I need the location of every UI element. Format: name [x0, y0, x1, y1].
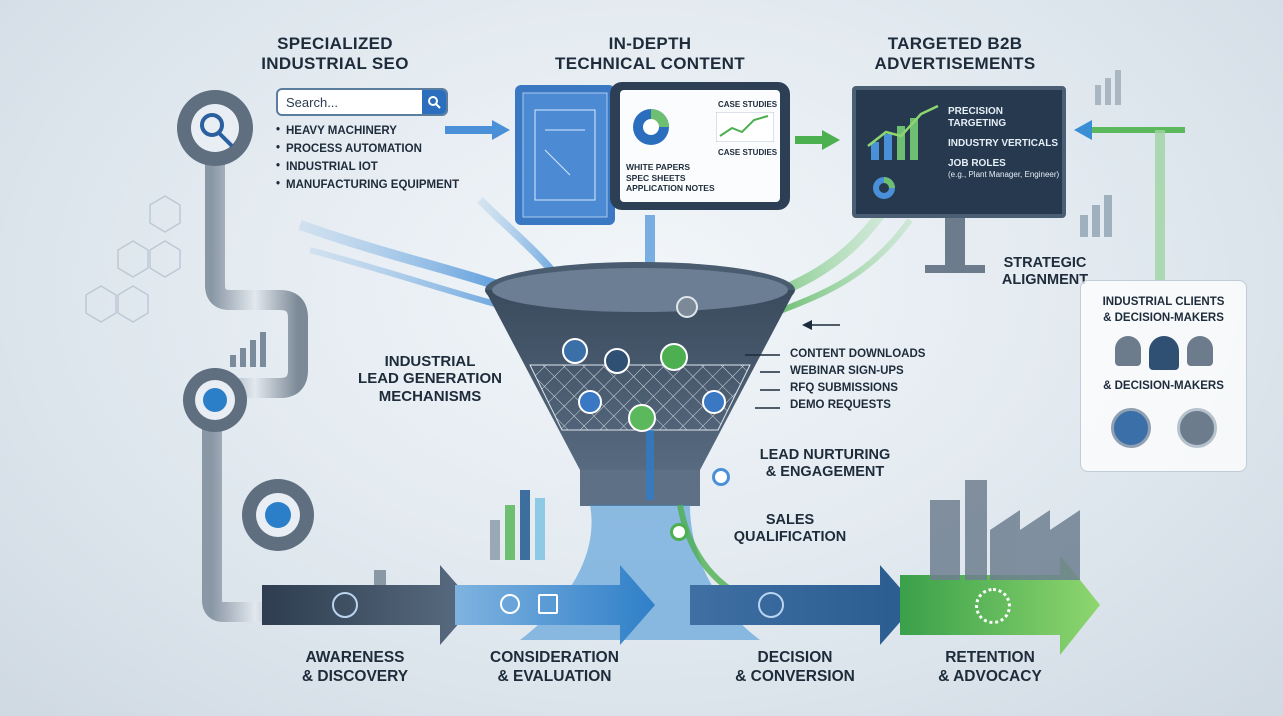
stage-line-2: & Evaluation — [497, 667, 612, 685]
clients-panel: Industrial Clients & Decision-Makers & D… — [1080, 280, 1247, 472]
stage-line-1: Retention — [945, 649, 1035, 666]
stage-line-2: & Advocacy — [938, 667, 1042, 685]
output-item: Demo Requests — [790, 399, 891, 411]
user-icon — [562, 338, 588, 364]
clients-subtitle: & Decision-Makers — [1103, 380, 1224, 393]
gear-icon — [1110, 408, 1151, 449]
ads-targeting-list: Precision Targeting Industry Verticals J… — [948, 106, 1062, 180]
awareness-icon — [332, 592, 358, 618]
case-studies-label-1: Case Studies — [718, 100, 778, 109]
tablet-screen: Case Studies Case Studies White Papers S… — [620, 90, 780, 202]
clients-title-line-2: & Decision-Makers — [1103, 311, 1224, 324]
clients-title-line-1: Industrial Clients — [1102, 296, 1225, 308]
seo-title-line-1: Specialized — [277, 34, 393, 53]
target-icon — [628, 404, 656, 432]
growth-chart-icon — [867, 104, 939, 160]
line-chart-icon — [716, 112, 774, 142]
output-item: RFQ Submissions — [790, 382, 898, 394]
seo-item: Manufacturing Equipment — [276, 178, 476, 191]
person-icon — [604, 348, 630, 374]
output-item: Content Downloads — [790, 348, 926, 360]
client-avatars — [1081, 336, 1246, 371]
seo-item: Heavy Machinery — [276, 124, 476, 137]
stage-line-1: Consideration — [490, 649, 619, 666]
ads-item: Precision Targeting — [948, 106, 1007, 129]
clients-title: Industrial Clients & Decision-Makers — [1081, 295, 1246, 326]
mechanisms-line-2: Lead Generation — [358, 370, 502, 388]
stage-line-1: Awareness — [305, 649, 405, 666]
lead-gen-mechanisms: Industrial Lead Generation Mechanisms — [345, 353, 515, 405]
client-icons — [1081, 408, 1246, 449]
cycle-icon — [975, 588, 1011, 624]
avatar — [1186, 336, 1213, 367]
case-studies-label-2: Case Studies — [718, 148, 778, 157]
mechanisms-line-1: Industrial — [384, 353, 476, 370]
ads-title-line-1: Targeted B2B — [887, 34, 1023, 53]
settings-gear-icon — [660, 343, 688, 371]
seo-keyword-list: Heavy Machinery Process Automation Indus… — [276, 124, 476, 197]
content-title-line-2: Technical Content — [555, 53, 745, 73]
strategic-alignment: Strategic Alignment — [990, 255, 1100, 288]
stage-line-2: & Conversion — [735, 667, 855, 685]
nurturing-line-1: Lead Nurturing — [759, 447, 891, 463]
nurturing-node-icon — [712, 468, 730, 486]
sales-qualification: Sales Qualification — [700, 512, 880, 545]
network-icon — [578, 390, 602, 414]
magnifier-icon — [500, 594, 520, 614]
search-input[interactable]: Search... — [286, 94, 339, 110]
ads-item: Job Roles — [948, 158, 1006, 169]
ads-title-line-2: Advertisements — [874, 53, 1036, 73]
engineer-icon — [1176, 408, 1217, 449]
stage-retention: Retention & Advocacy — [905, 649, 1075, 686]
sales-node-icon — [670, 523, 688, 541]
seo-item: Industrial IoT — [276, 160, 476, 173]
stage-decision: Decision & Conversion — [710, 649, 880, 686]
ads-job-roles-note: (e.g., Plant Manager, Engineer) — [948, 170, 1060, 179]
strategic-line-1: Strategic — [1003, 255, 1087, 271]
seo-title: Specialized Industrial SEO — [240, 34, 430, 73]
content-type: White Papers — [626, 162, 691, 172]
stage-line-1: Decision — [757, 649, 833, 666]
gear-icon — [676, 296, 698, 318]
sales-line-2: Qualification — [733, 528, 847, 545]
content-types-list: White Papers Spec Sheets Application Not… — [626, 162, 715, 194]
search-bar[interactable]: Search... — [276, 88, 448, 116]
lead-nurturing: Lead Nurturing & Engagement — [735, 447, 915, 480]
content-type: Spec Sheets — [626, 172, 686, 183]
content-title: In-Depth Technical Content — [540, 34, 760, 73]
output-item: Webinar Sign-Ups — [790, 365, 904, 377]
seo-item: Process Automation — [276, 142, 476, 155]
seo-title-line-2: Industrial SEO — [261, 53, 409, 73]
ads-item: Industry Verticals — [948, 138, 1059, 149]
sales-line-1: Sales — [765, 512, 815, 528]
content-title-line-1: In-Depth — [608, 34, 692, 53]
stage-consideration: Consideration & Evaluation — [462, 649, 647, 686]
ads-monitor: Precision Targeting Industry Verticals J… — [852, 86, 1066, 218]
stage-awareness: Awareness & Discovery — [270, 649, 440, 686]
strategic-line-2: Alignment — [1001, 271, 1089, 288]
handshake-icon — [758, 592, 784, 618]
checklist-icon — [538, 594, 558, 614]
funnel-outputs: Content Downloads Webinar Sign-Ups RFQ S… — [790, 348, 925, 411]
nurturing-line-2: & Engagement — [765, 463, 885, 480]
avatar — [1114, 336, 1141, 367]
tablet-device: Case Studies Case Studies White Papers S… — [610, 82, 790, 210]
content-type: Application Notes — [626, 183, 715, 194]
ads-title: Targeted B2B Advertisements — [855, 34, 1055, 73]
avatar — [1148, 336, 1179, 371]
search-icon[interactable] — [422, 90, 446, 114]
stage-line-2: & Discovery — [301, 667, 409, 685]
pie-chart-icon — [633, 109, 669, 145]
mechanisms-line-3: Mechanisms — [378, 387, 482, 405]
donut-chart-icon — [873, 177, 895, 199]
document-icon — [702, 390, 726, 414]
